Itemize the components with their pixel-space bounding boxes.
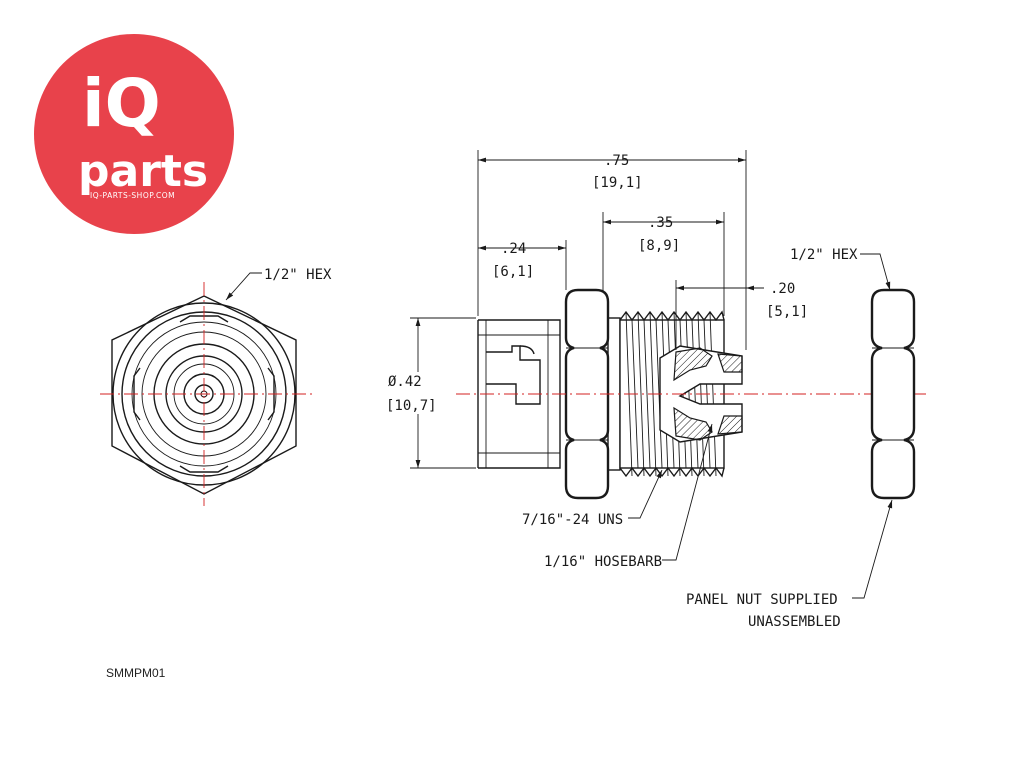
dim-body-length: .24 [6,1]: [478, 240, 567, 290]
body-slot: [486, 345, 541, 405]
label-panel-nut-2: UNASSEMBLED: [748, 614, 841, 630]
logo-brand-main: iQ: [82, 65, 161, 142]
front-view-hex: [100, 282, 312, 506]
dim-thread-length: .35 [8,9]: [602, 212, 725, 316]
dim-body-in: .24: [501, 241, 526, 257]
callout-hex-front: 1/2" HEX: [225, 267, 332, 301]
dim-thread-in: .35: [648, 215, 673, 231]
logo-circle: [34, 34, 234, 234]
part-code: SMMPM01: [106, 666, 166, 680]
label-panel-nut-1: PANEL NUT SUPPLIED: [686, 592, 838, 608]
dim-diameter: Ø.42 [10,7]: [384, 317, 476, 469]
dim-barb-mm: [5,1]: [766, 304, 808, 320]
brand-logo: iQ parts IQ-PARTS-SHOP.COM: [34, 34, 234, 234]
callout-panel-nut: PANEL NUT SUPPLIED UNASSEMBLED: [686, 499, 893, 630]
dim-thread-mm: [8,9]: [638, 238, 680, 254]
callout-hex-nut: 1/2" HEX: [790, 247, 891, 291]
label-thread: 7/16"-24 UNS: [522, 512, 623, 528]
hex-slot-bottom: [179, 465, 229, 473]
panel-nut: [870, 288, 916, 500]
callout-hosebarb: 1/16" HOSEBARB: [544, 423, 713, 570]
label-hex-front: 1/2" HEX: [264, 267, 332, 283]
label-hex-nut: 1/2" HEX: [790, 247, 858, 263]
dim-barb-length: .20 [5,1]: [675, 280, 808, 350]
dim-barb-in: .20: [770, 281, 795, 297]
dim-overall-mm: [19,1]: [592, 175, 643, 191]
hosebarb-section: [659, 345, 743, 443]
label-hosebarb: 1/16" HOSEBARB: [544, 554, 662, 570]
body-slot-curve: [519, 345, 535, 355]
dim-diameter-in: Ø.42: [388, 374, 422, 390]
side-view-body: [456, 288, 928, 500]
callout-thread: 7/16"-24 UNS: [522, 469, 663, 528]
logo-url: IQ-PARTS-SHOP.COM: [90, 191, 175, 200]
dim-diameter-mm: [10,7]: [386, 398, 437, 414]
dim-overall-in: .75: [604, 153, 629, 169]
logo-brand-sub: parts: [78, 146, 208, 197]
dim-body-mm: [6,1]: [492, 264, 534, 280]
dim-overall-length: .75 [19,1]: [477, 150, 747, 350]
panel-nut-body: [870, 288, 916, 500]
